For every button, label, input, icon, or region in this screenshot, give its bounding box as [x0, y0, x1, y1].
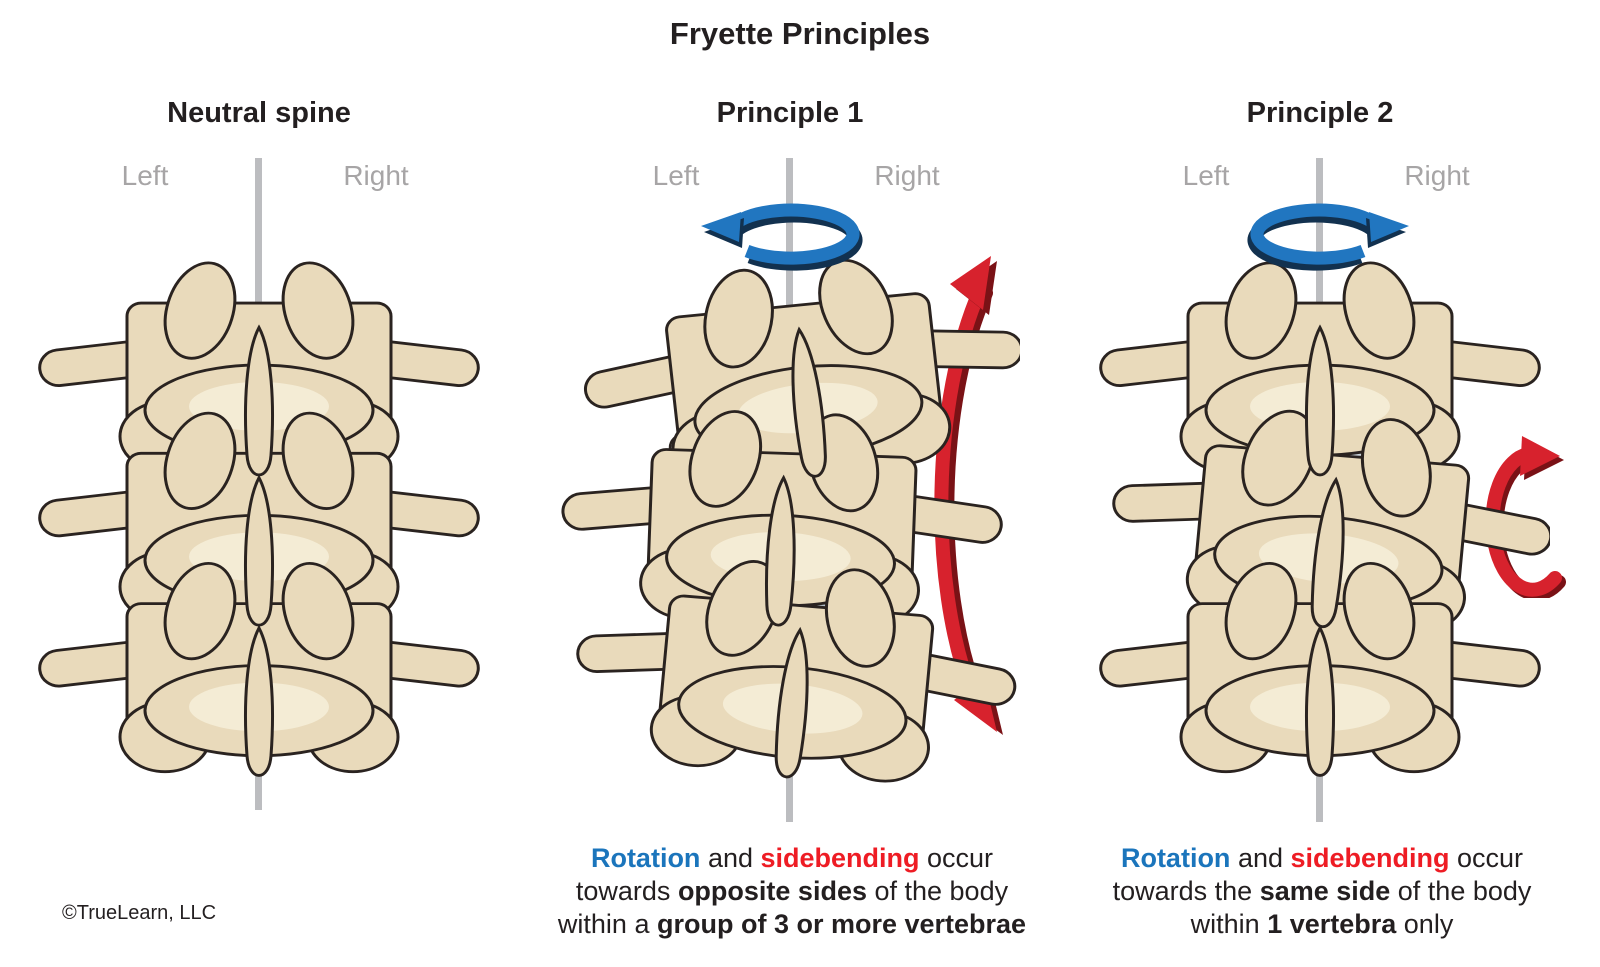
rotation-arrow-icon: [701, 203, 863, 271]
right-label-principle2: Right: [1404, 160, 1470, 191]
caption-line: within 1 vertebra only: [1190, 909, 1454, 939]
spine-illustration-principle1: [560, 258, 1020, 793]
principle2-caption: Rotation and sidebending occur towards t…: [1052, 842, 1592, 941]
right-label-neutral: Right: [343, 160, 409, 191]
right-label-principle1: Right: [874, 160, 940, 191]
copyright-notice: ©TrueLearn, LLC: [62, 902, 217, 924]
caption-line: Rotation and sidebending occur: [1120, 843, 1524, 873]
left-label-neutral: Left: [121, 160, 169, 191]
spine-illustration-principle2: [1097, 258, 1550, 777]
column-header-principle1: Principle 1: [716, 97, 864, 129]
column-header-neutral: Neutral spine: [167, 97, 351, 129]
caption-line: Rotation and sidebending occur: [590, 843, 994, 873]
left-label-principle1: Left: [652, 160, 700, 191]
caption-line: towards the same side of the body: [1112, 876, 1532, 906]
caption-line: within a group of 3 or more vertebrae: [557, 909, 1027, 939]
caption-line: towards opposite sides of the body: [575, 876, 1009, 906]
page-title: Fryette Principles: [669, 16, 931, 51]
left-label-principle2: Left: [1182, 160, 1230, 191]
rotation-arrow-icon: [1247, 203, 1409, 271]
spine-illustration-neutral: [36, 258, 482, 777]
principle1-caption: Rotation and sidebending occur towards o…: [522, 842, 1062, 941]
column-header-principle2: Principle 2: [1246, 97, 1394, 129]
